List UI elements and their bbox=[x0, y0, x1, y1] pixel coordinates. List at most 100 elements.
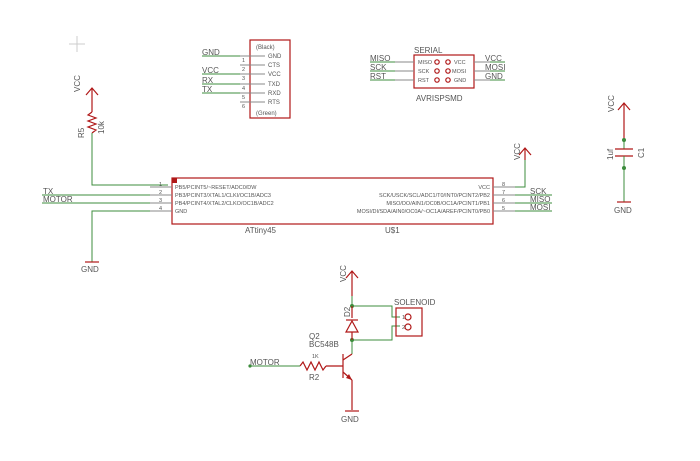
mcu-net-mosi: MOSI bbox=[530, 203, 550, 212]
q2-name: Q2 bbox=[309, 332, 320, 341]
resistor-r5[interactable]: R5 10k bbox=[77, 111, 106, 138]
mcu-ref: U$1 bbox=[385, 226, 400, 235]
mcu-num-6: 6 bbox=[502, 198, 505, 204]
motor-net-label: MOTOR bbox=[250, 358, 280, 367]
mcu-pin-8: VCC bbox=[478, 185, 490, 191]
ftdi-pin-rts: RTS bbox=[268, 100, 280, 106]
isp-pin-rst: RST bbox=[418, 78, 430, 84]
ftdi-num-6: 6 bbox=[242, 104, 245, 110]
ftdi-top-label: (Black) bbox=[256, 45, 275, 51]
vcc-label-c1: VCC bbox=[607, 95, 616, 112]
mcu-right-nets: SCK MISO MOSI bbox=[515, 155, 552, 212]
c1-value: 1uf bbox=[606, 148, 615, 160]
isp-pin-vcc: VCC bbox=[454, 60, 466, 66]
mcu-num-1: 1 bbox=[159, 182, 162, 188]
ftdi-nets: GND VCC RX TX bbox=[202, 48, 240, 94]
gnd-symbol-c1: GND bbox=[614, 201, 632, 215]
mcu-pin-1: PB5/PCINT5/~RESET/ADC0/DW bbox=[175, 185, 257, 191]
mcu-num-7: 7 bbox=[502, 190, 505, 196]
motor-net: MOTOR bbox=[248, 358, 300, 368]
ftdi-num-3: 3 bbox=[242, 76, 245, 82]
d2-name: D2 bbox=[343, 306, 352, 317]
driver-wires bbox=[350, 296, 400, 354]
ftdi-num-4: 4 bbox=[242, 86, 245, 92]
solenoid-connector[interactable]: SOLENOID 1 2 bbox=[394, 298, 436, 337]
diode-d2[interactable]: D2 bbox=[343, 306, 360, 340]
mcu-pin-3: PB4/PCINT4/XTAL2/CLKO/OC1B/ADC2 bbox=[175, 201, 274, 207]
capacitor-c1[interactable]: 1uf C1 bbox=[606, 138, 646, 202]
mcu-left-nets: TX MOTOR bbox=[42, 187, 150, 262]
mcu-num-2: 2 bbox=[159, 190, 162, 196]
vcc-symbol-driver: VCC bbox=[339, 265, 359, 296]
ftdi-num-5: 5 bbox=[242, 95, 245, 101]
resistor-r2[interactable]: 1K R2 bbox=[299, 354, 343, 382]
mcu-pin-5: MOSI/DI/SDA/AIN0/OC0A/~OC1A/AREF/PCINT0/… bbox=[357, 209, 490, 215]
transistor-q2[interactable]: Q2 BC548B bbox=[309, 332, 353, 410]
solenoid-pin-2: 2 bbox=[402, 325, 405, 331]
r5-value: 10k bbox=[97, 120, 106, 134]
mcu-pin-2: PB3/PCINT3/XTAL1/CLKI/OC1B/ADC3 bbox=[175, 193, 271, 199]
isp-net-gnd: GND bbox=[485, 72, 503, 81]
q2-value: BC548B bbox=[309, 340, 339, 349]
vcc-symbol-r5: VCC bbox=[73, 75, 99, 112]
isp-net-miso: MISO bbox=[370, 54, 390, 63]
ftdi-net-tx: TX bbox=[202, 85, 213, 94]
isp-part-name: AVRISPSMD bbox=[416, 94, 463, 103]
isp-pin-sck: SCK bbox=[418, 69, 430, 75]
isp-nets: MISO SCK RST VCC MOSI GND bbox=[370, 54, 505, 81]
ftdi-num-2: 2 bbox=[242, 67, 245, 73]
mcu-pin-7: SCK/USCK/SCL/ADC1/T0/INT0/PCINT2/PB2 bbox=[379, 193, 490, 199]
mcu-part-name: ATtiny45 bbox=[245, 226, 277, 235]
ftdi-net-gnd: GND bbox=[202, 48, 220, 57]
mcu-num-5: 5 bbox=[502, 206, 505, 212]
isp-net-rst: RST bbox=[370, 72, 386, 81]
c1-name: C1 bbox=[637, 147, 646, 158]
vcc-label-driver: VCC bbox=[339, 265, 348, 282]
vcc-symbol-mcu: VCC bbox=[513, 143, 532, 160]
mcu-attiny45[interactable]: 1 2 3 4 8 7 6 5 PB5/PCINT5/~RESET/ADC0/D… bbox=[150, 177, 515, 235]
ftdi-pin-gnd: GND bbox=[268, 54, 282, 60]
mcu-net-tx: TX bbox=[43, 187, 54, 196]
isp-pin-mosi: MOSI bbox=[452, 69, 467, 75]
vcc-label-r5: VCC bbox=[73, 75, 82, 92]
wire-reset bbox=[91, 133, 168, 186]
solenoid-label: SOLENOID bbox=[394, 298, 436, 307]
ftdi-num-1: 1 bbox=[242, 58, 245, 64]
mcu-net-sck: SCK bbox=[530, 187, 547, 196]
mcu-net-motor: MOTOR bbox=[43, 195, 73, 204]
isp-header[interactable]: SERIAL MISO SCK RST VCC MOSI GND AVRISPS… bbox=[413, 46, 475, 103]
ftdi-pin-cts: CTS bbox=[268, 63, 280, 69]
isp-net-mosi: MOSI bbox=[485, 63, 505, 72]
isp-pad-icons bbox=[434, 59, 451, 83]
gnd-symbol-driver: GND bbox=[341, 410, 359, 424]
solenoid-pin-1: 1 bbox=[402, 315, 405, 321]
isp-net-vcc: VCC bbox=[485, 54, 502, 63]
gnd-label-c1: GND bbox=[614, 206, 632, 215]
mcu-num-4: 4 bbox=[159, 206, 162, 212]
mcu-pin-6: MISO/DO/AIN1/OC0B/OC1A/PCINT1/PB1 bbox=[386, 201, 490, 207]
mcu-net-miso: MISO bbox=[530, 195, 550, 204]
mcu-num-3: 3 bbox=[159, 198, 162, 204]
gnd-label-mcu: GND bbox=[81, 265, 99, 274]
r5-name: R5 bbox=[77, 127, 86, 138]
isp-pin-miso: MISO bbox=[418, 60, 433, 66]
isp-pin-gnd: GND bbox=[454, 78, 466, 84]
gnd-symbol-mcu: GND bbox=[81, 261, 99, 274]
ftdi-pin-rxd: RXD bbox=[268, 91, 281, 97]
ftdi-pin-txd: TXD bbox=[268, 82, 281, 88]
mcu-num-8: 8 bbox=[502, 182, 505, 188]
r2-name: R2 bbox=[309, 373, 320, 382]
ftdi-header[interactable]: (Black) (Green) GND CTS VCC TXD RXD RTS … bbox=[240, 39, 291, 119]
ftdi-pin-vcc: VCC bbox=[268, 72, 281, 78]
mcu-pin-4: GND bbox=[175, 209, 187, 215]
ftdi-net-rx: RX bbox=[202, 76, 214, 85]
origin-cross-icon bbox=[69, 36, 85, 52]
isp-net-sck: SCK bbox=[370, 63, 387, 72]
r2-value: 1K bbox=[312, 354, 319, 360]
isp-title: SERIAL bbox=[414, 46, 443, 55]
ftdi-bottom-label: (Green) bbox=[256, 111, 277, 117]
ftdi-net-vcc: VCC bbox=[202, 66, 219, 75]
vcc-label-mcu: VCC bbox=[513, 143, 522, 160]
gnd-label-driver: GND bbox=[341, 415, 359, 424]
